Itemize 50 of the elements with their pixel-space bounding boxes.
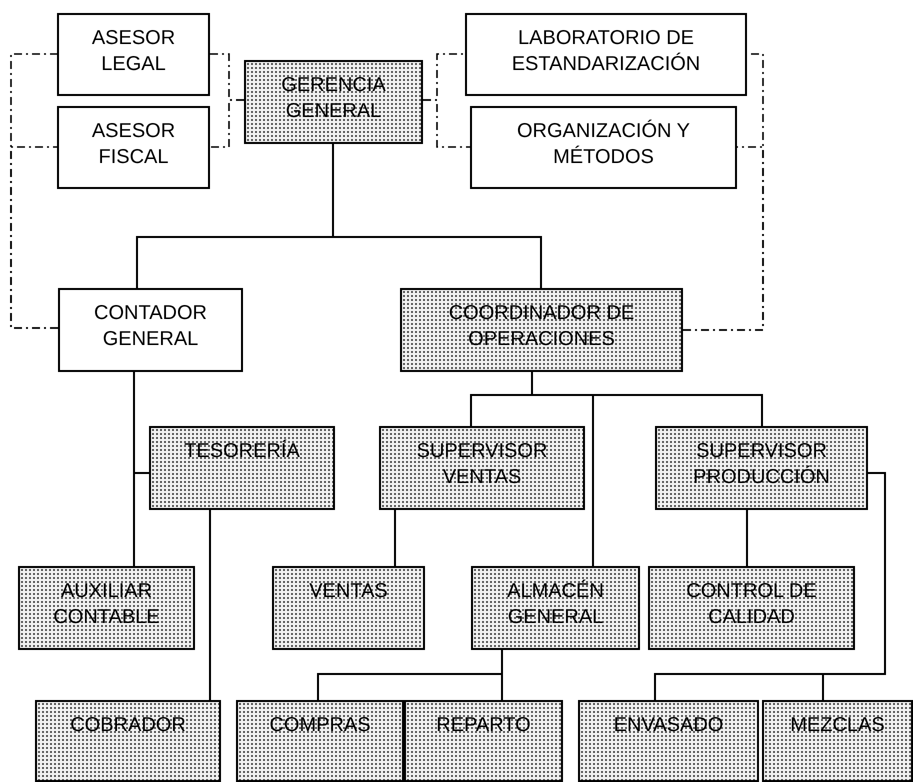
org-unit-box xyxy=(470,106,737,189)
org-unit-box xyxy=(244,60,423,144)
org-unit-box xyxy=(149,426,335,510)
connector-line xyxy=(209,510,211,700)
org-unit-box xyxy=(57,13,210,96)
org-unit-box xyxy=(400,288,683,372)
unit-label: COBRADOR xyxy=(69,713,187,738)
org-unit-box xyxy=(18,566,195,650)
org-unit-box xyxy=(471,566,640,650)
unit-label: GERENCIA GENERAL xyxy=(280,73,387,124)
unit-label: CONTADOR GENERAL xyxy=(93,301,208,352)
dash-dot-connector xyxy=(10,146,58,329)
org-unit-box xyxy=(379,426,585,510)
org-unit-box xyxy=(578,700,759,782)
dash-dot-connector xyxy=(423,99,470,148)
connector-line xyxy=(501,650,503,700)
unit-label: CONTROL DE CALIDAD xyxy=(685,579,818,630)
dash-dot-connector xyxy=(683,146,764,331)
unit-label: ASESOR LEGAL xyxy=(90,26,176,77)
unit-label: MEZCLAS xyxy=(789,713,886,738)
org-unit-box xyxy=(58,288,243,372)
org-unit-box xyxy=(236,700,404,782)
org-unit-box xyxy=(762,700,913,782)
unit-label: VENTAS xyxy=(308,579,389,604)
connector-line xyxy=(394,510,396,566)
org-unit-box xyxy=(404,700,563,782)
org-unit-box xyxy=(272,566,425,650)
connector-line xyxy=(746,510,748,566)
unit-label: REPARTO xyxy=(435,713,532,738)
unit-label: ALMACÉN GENERAL xyxy=(506,578,605,630)
unit-label: SUPERVISOR VENTAS xyxy=(416,439,548,490)
unit-label: ENVASADO xyxy=(612,713,724,738)
org-unit-box xyxy=(465,13,747,96)
dash-dot-connector xyxy=(210,99,244,148)
connector-line xyxy=(822,472,886,700)
connector-line xyxy=(133,372,135,566)
org-unit-box xyxy=(655,426,868,510)
unit-label: ORGANIZACIÓN Y MÉTODOS xyxy=(516,118,691,170)
connector-line xyxy=(332,144,542,288)
org-unit-box xyxy=(35,700,221,782)
unit-label: SUPERVISOR PRODUCCIÓN xyxy=(692,439,831,490)
unit-label: COMPRAS xyxy=(268,713,372,738)
org-unit-box xyxy=(57,106,210,189)
unit-label: COORDINADOR DE OPERACIONES xyxy=(448,301,636,352)
unit-label: TESORERÍA xyxy=(183,438,301,464)
unit-label: AUXILIAR CONTABLE xyxy=(52,579,161,630)
connector-line xyxy=(531,372,763,426)
unit-label: ASESOR FISCAL xyxy=(90,119,176,170)
unit-label: LABORATORIO DE ESTANDARIZACIÓN xyxy=(510,26,702,77)
org-unit-box xyxy=(648,566,855,650)
